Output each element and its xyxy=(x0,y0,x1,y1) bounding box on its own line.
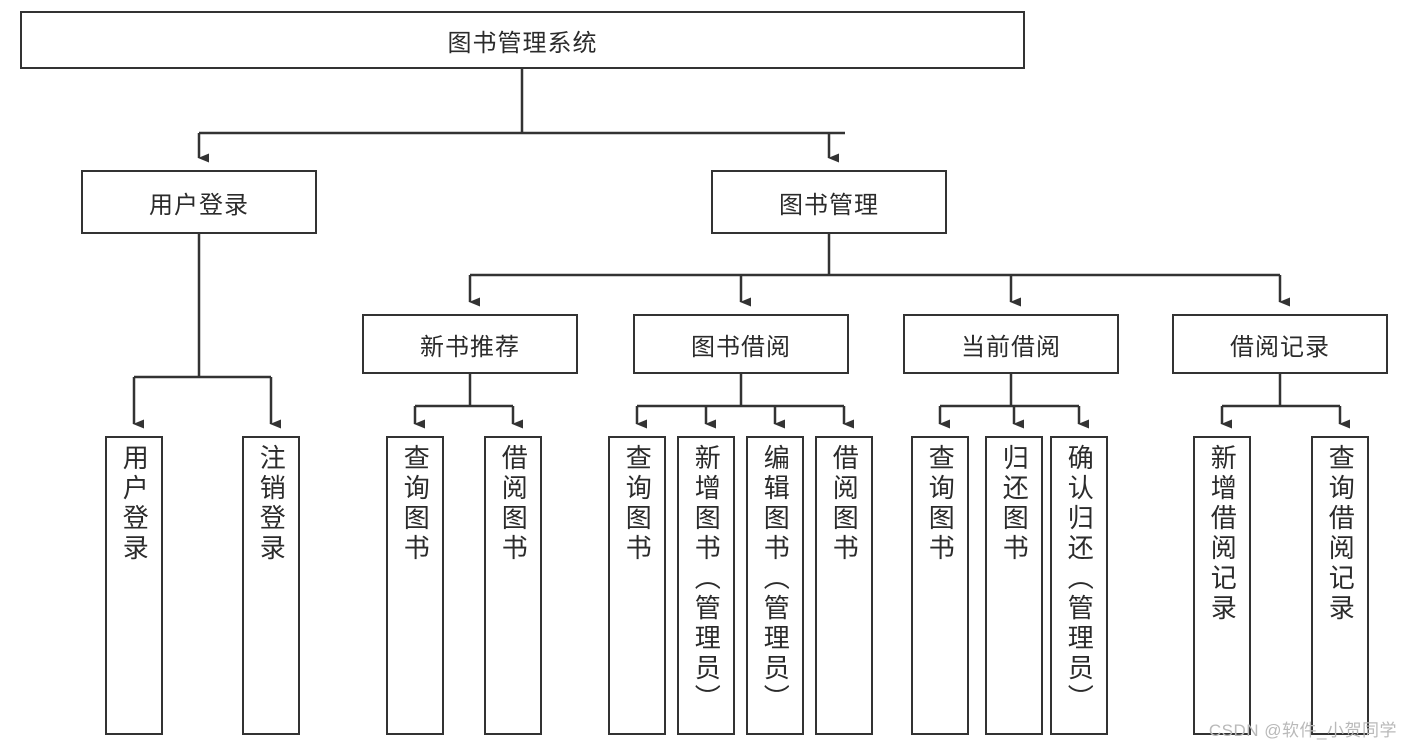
node-leaf-borrow-book-label: 借阅图书 xyxy=(829,444,860,564)
node-borrow-record-label: 借阅记录 xyxy=(1230,333,1330,361)
node-user-login-label: 用户登录 xyxy=(149,191,249,219)
node-leaf-query-record[interactable]: 查询借阅记录 xyxy=(1311,436,1369,735)
node-leaf-query-book-rec-label: 查询图书 xyxy=(400,444,431,564)
node-leaf-query-book-label: 查询图书 xyxy=(622,444,653,564)
node-leaf-return-book-label: 归还图书 xyxy=(999,444,1030,564)
node-current-borrow[interactable]: 当前借阅 xyxy=(903,314,1119,374)
node-leaf-confirm-return-label: 确认归还（管理员） xyxy=(1064,444,1095,714)
node-book-borrow-label: 图书借阅 xyxy=(691,333,791,361)
node-user-login[interactable]: 用户登录 xyxy=(81,170,317,234)
node-leaf-edit-book[interactable]: 编辑图书（管理员） xyxy=(746,436,804,735)
node-leaf-logout-label: 注销登录 xyxy=(256,444,287,564)
watermark-text: CSDN @软件_小贺同学 xyxy=(1208,721,1397,740)
node-root[interactable]: 图书管理系统 xyxy=(20,11,1025,69)
node-leaf-query-book[interactable]: 查询图书 xyxy=(608,436,666,735)
node-new-book-rec[interactable]: 新书推荐 xyxy=(362,314,578,374)
node-leaf-borrow-book-rec-label: 借阅图书 xyxy=(498,444,529,564)
node-leaf-add-record[interactable]: 新增借阅记录 xyxy=(1193,436,1251,735)
node-new-book-rec-label: 新书推荐 xyxy=(420,333,520,361)
node-leaf-user-login[interactable]: 用户登录 xyxy=(105,436,163,735)
node-leaf-add-record-label: 新增借阅记录 xyxy=(1207,444,1238,624)
node-leaf-return-book[interactable]: 归还图书 xyxy=(985,436,1043,735)
node-leaf-query-book-rec[interactable]: 查询图书 xyxy=(386,436,444,735)
node-leaf-add-book[interactable]: 新增图书（管理员） xyxy=(677,436,735,735)
node-root-label: 图书管理系统 xyxy=(447,29,598,57)
node-leaf-query-book-cur[interactable]: 查询图书 xyxy=(911,436,969,735)
node-leaf-user-login-label: 用户登录 xyxy=(119,444,150,564)
node-leaf-confirm-return[interactable]: 确认归还（管理员） xyxy=(1050,436,1108,735)
node-leaf-edit-book-label: 编辑图书（管理员） xyxy=(760,444,791,714)
node-leaf-query-record-label: 查询借阅记录 xyxy=(1325,444,1356,624)
node-book-manage[interactable]: 图书管理 xyxy=(711,170,947,234)
node-leaf-query-book-cur-label: 查询图书 xyxy=(925,444,956,564)
node-leaf-logout[interactable]: 注销登录 xyxy=(242,436,300,735)
node-book-manage-label: 图书管理 xyxy=(779,191,879,219)
node-current-borrow-label: 当前借阅 xyxy=(961,333,1061,361)
node-leaf-add-book-label: 新增图书（管理员） xyxy=(691,444,722,714)
node-leaf-borrow-book[interactable]: 借阅图书 xyxy=(815,436,873,735)
node-borrow-record[interactable]: 借阅记录 xyxy=(1172,314,1388,374)
node-leaf-borrow-book-rec[interactable]: 借阅图书 xyxy=(484,436,542,735)
node-book-borrow[interactable]: 图书借阅 xyxy=(633,314,849,374)
